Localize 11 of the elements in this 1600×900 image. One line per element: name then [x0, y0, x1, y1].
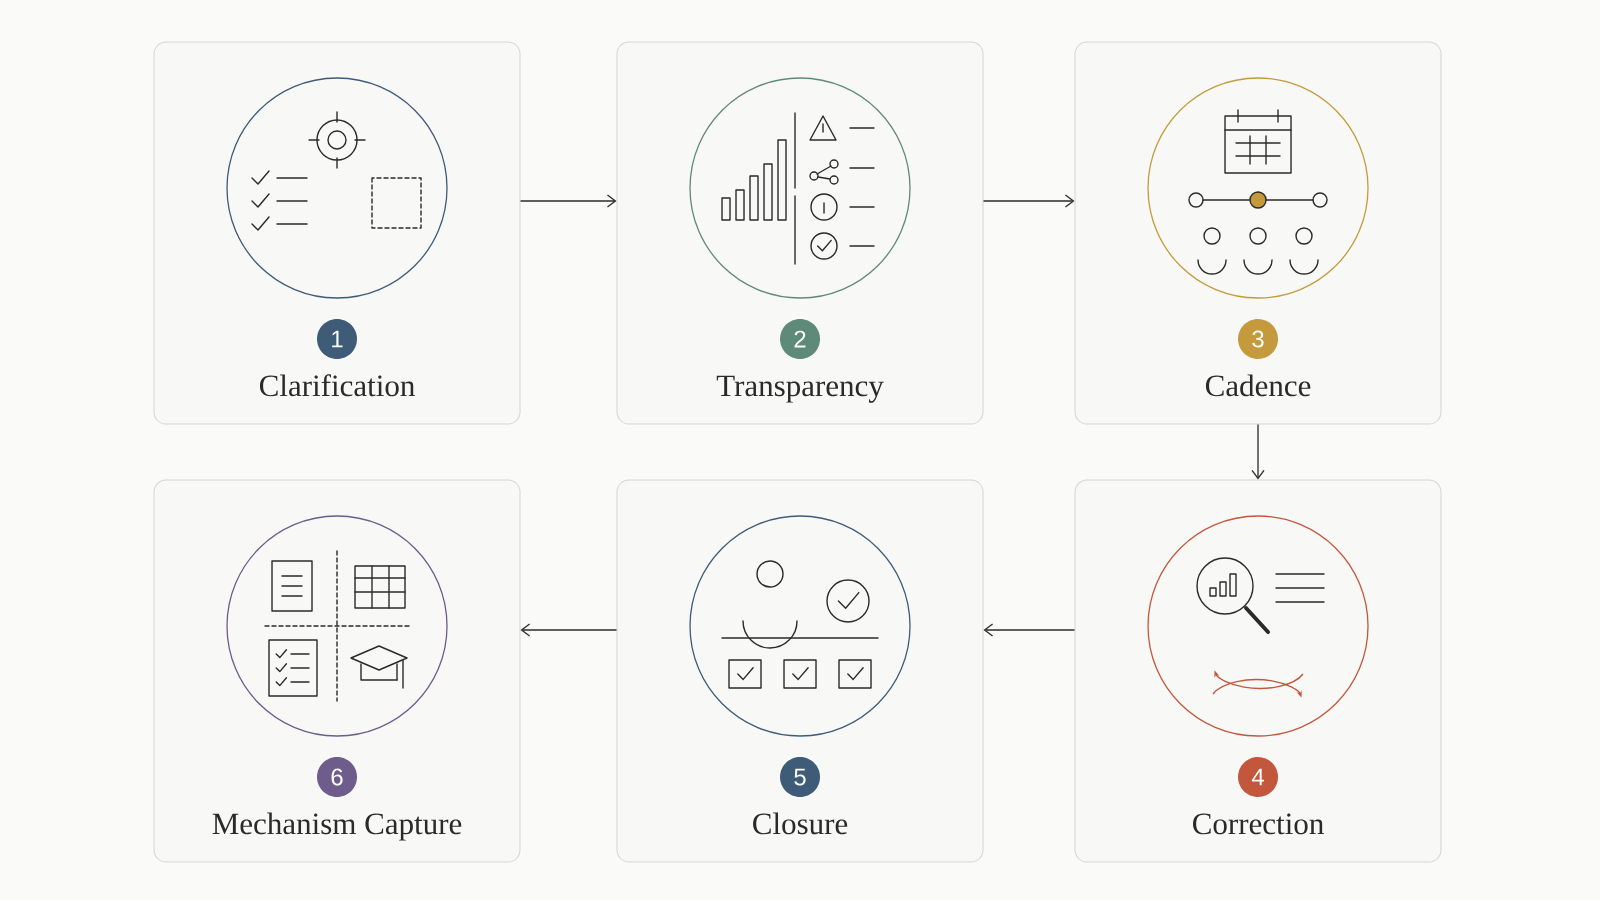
- arrow: [983, 623, 1076, 637]
- number-badge: 5: [780, 757, 820, 797]
- number-badge: 1: [317, 319, 357, 359]
- number-badge: 3: [1238, 319, 1278, 359]
- number-badge: 4: [1238, 757, 1278, 797]
- arrow: [1251, 423, 1265, 480]
- number-badge: 2: [780, 319, 820, 359]
- arrow: [520, 623, 618, 637]
- arrow: [982, 194, 1075, 208]
- arrow: [519, 194, 617, 208]
- number-badge: 6: [317, 757, 357, 797]
